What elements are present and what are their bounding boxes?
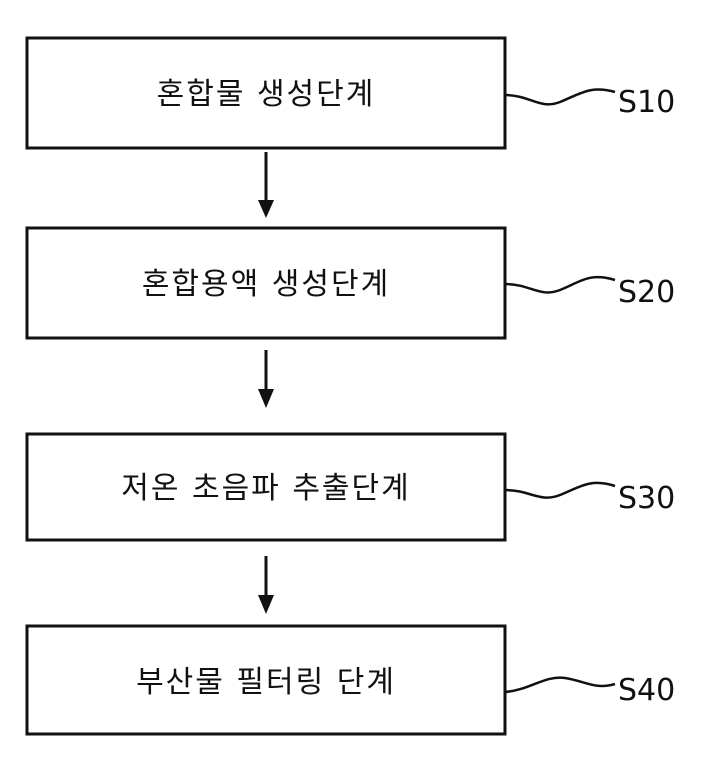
step-label-s40: 부산물 필터링 단계 (136, 665, 396, 700)
step-s10: 혼합물 생성단계 S10 (27, 38, 675, 148)
step-code-s40: S40 (618, 673, 675, 708)
step-s40: 부산물 필터링 단계 S40 (27, 626, 675, 734)
step-connector-s40 (505, 678, 615, 692)
step-connector-s20 (505, 277, 615, 292)
flow-arrow-1 (258, 152, 274, 218)
step-code-s20: S20 (618, 275, 675, 310)
step-code-s30: S30 (618, 481, 675, 516)
step-s30: 저온 초음파 추출단계 S30 (27, 434, 675, 540)
step-label-s20: 혼합용액 생성단계 (142, 267, 390, 302)
step-label-s10: 혼합물 생성단계 (157, 77, 376, 112)
step-label-s30: 저온 초음파 추출단계 (121, 471, 410, 506)
step-connector-s30 (505, 483, 615, 498)
flow-arrow-3 (258, 556, 274, 614)
step-code-s10: S10 (618, 85, 675, 120)
step-connector-s10 (505, 89, 615, 104)
step-s20: 혼합용액 생성단계 S20 (27, 228, 675, 338)
flow-arrow-2 (258, 350, 274, 408)
